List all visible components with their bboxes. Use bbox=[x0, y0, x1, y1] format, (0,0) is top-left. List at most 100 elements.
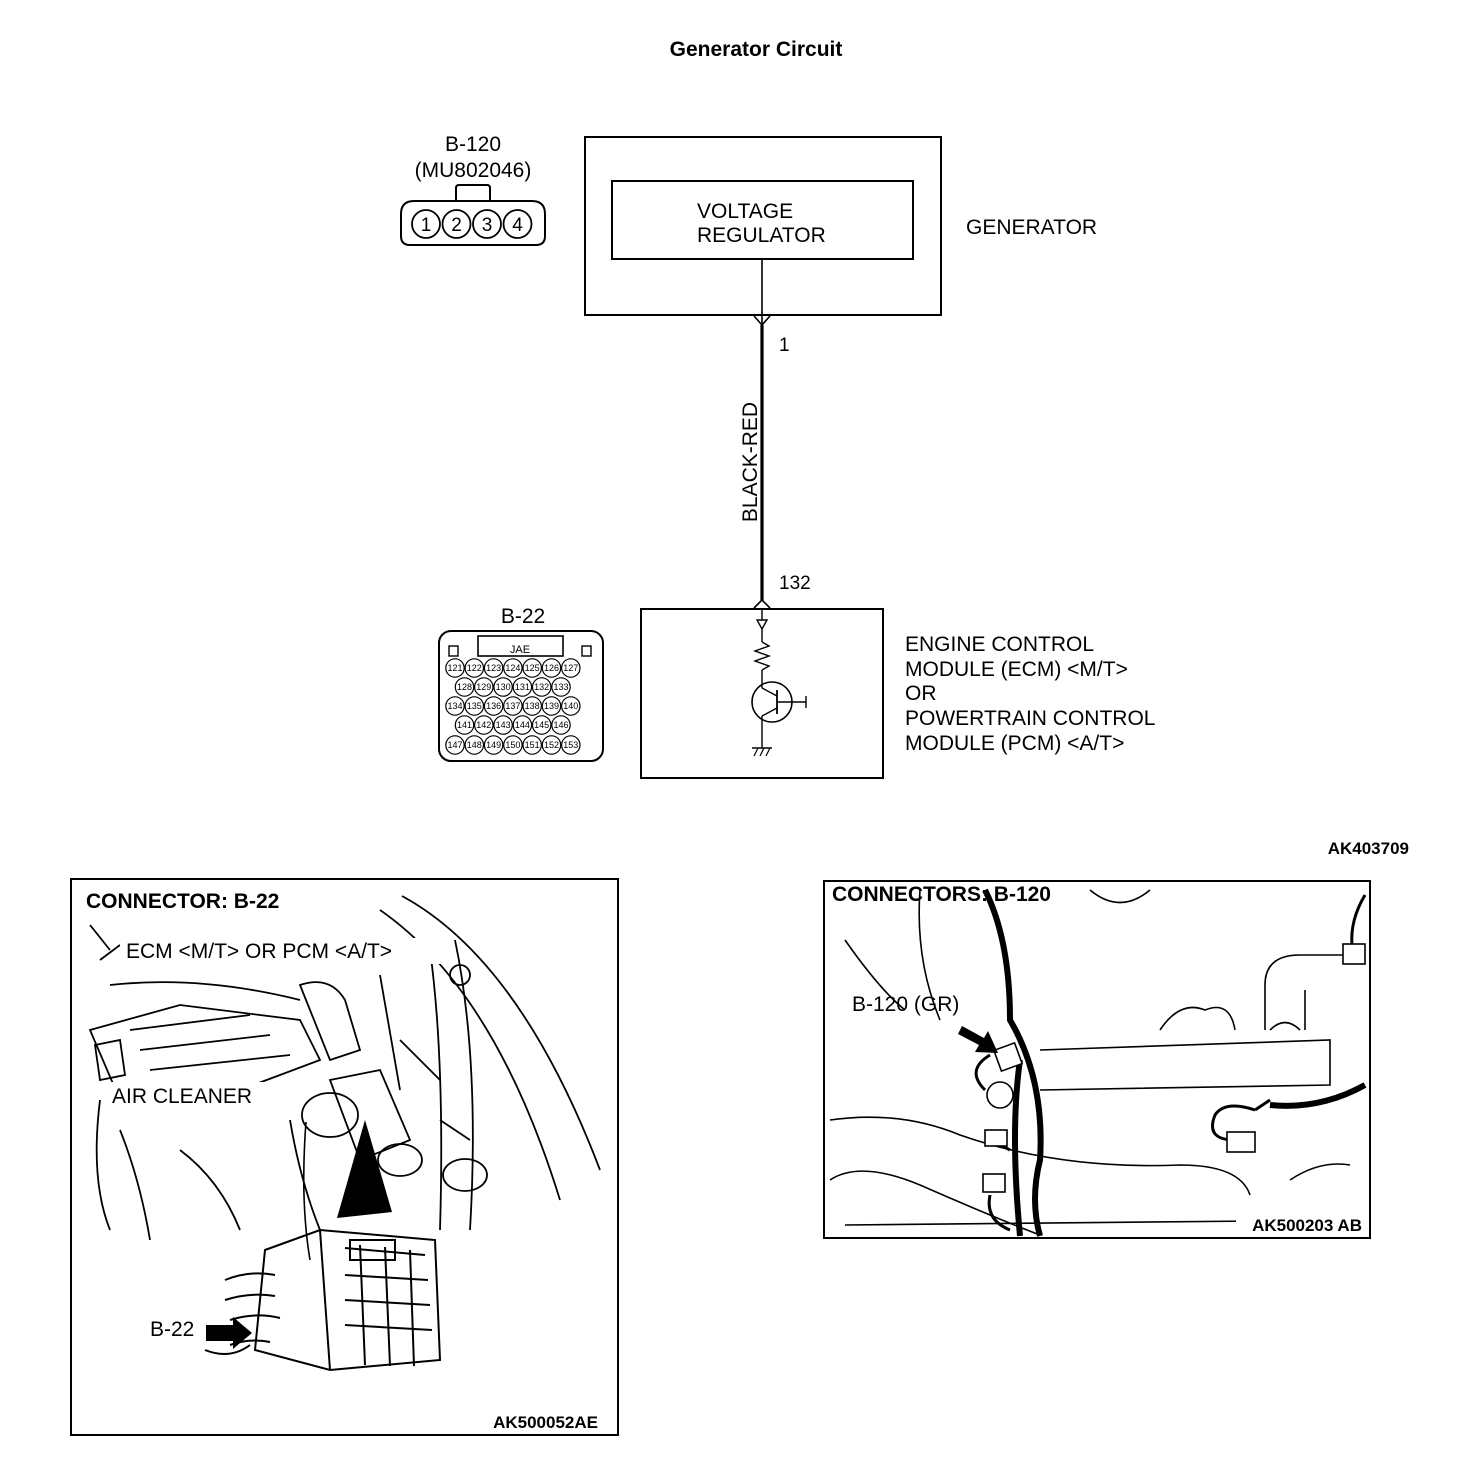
connector-b120-pin-label: 3 bbox=[482, 215, 493, 236]
connector-b22-maker: JAE bbox=[510, 644, 530, 656]
connector-b22-pin-label: 152 bbox=[544, 740, 559, 750]
panel-left-frame bbox=[70, 878, 619, 1436]
connector-b22-guide-left bbox=[448, 645, 459, 657]
wire-black-red: 1 132 BLACK-RED bbox=[739, 259, 811, 609]
connector-b22-maker-tab bbox=[477, 635, 564, 657]
ecm-label-line1: ENGINE CONTROL bbox=[905, 633, 1094, 656]
connector-blocks-right bbox=[982, 943, 1366, 1193]
connector-b22-pin-label: 142 bbox=[476, 720, 491, 730]
connector-b22-pin-label: 122 bbox=[467, 663, 482, 673]
wire-harness-right bbox=[982, 888, 1367, 1237]
connector-b22-pin bbox=[445, 658, 465, 678]
connector-b22-pin-label: 143 bbox=[496, 720, 511, 730]
connector-b120-name: B-120 bbox=[445, 133, 501, 156]
connector-b22-pin bbox=[464, 696, 485, 716]
connector-b22-pin-label: 144 bbox=[515, 720, 530, 730]
connector-b22-pin bbox=[493, 715, 513, 735]
connector-b22-pin-label: 136 bbox=[486, 701, 501, 711]
connector-b22-pin-label: 145 bbox=[534, 720, 549, 730]
connector-b22-pin-label: 139 bbox=[544, 701, 559, 711]
generator-block: VOLTAGE REGULATOR GENERATOR bbox=[584, 136, 1097, 316]
connector-b22-pin-label: 140 bbox=[563, 701, 578, 711]
connector-b22-pin bbox=[551, 677, 571, 697]
generator-box bbox=[584, 136, 942, 316]
connector-b120-housing bbox=[400, 200, 546, 246]
voltage-regulator-label-line1: VOLTAGE bbox=[697, 200, 793, 223]
connector-b22-pin-label: 146 bbox=[553, 720, 568, 730]
connector-b22-pin-label: 125 bbox=[525, 663, 540, 673]
connector-b120-pin bbox=[441, 209, 472, 239]
label-backdrop-ecm bbox=[120, 938, 442, 964]
connector-b22-housing bbox=[438, 630, 604, 762]
connector-b22-pin-label: 148 bbox=[467, 740, 482, 750]
connector-b22-pin-label: 129 bbox=[476, 682, 491, 692]
connector-b22-pin-label: 141 bbox=[457, 720, 472, 730]
transistor-emitter bbox=[761, 707, 778, 717]
connector-b22-pin bbox=[473, 715, 494, 735]
connector-b22-pin bbox=[483, 696, 504, 716]
callout-b120: B-120 (GR) bbox=[852, 993, 959, 1016]
engine-bay-illustration-left bbox=[88, 895, 601, 1241]
terminal-arrow-bottom bbox=[753, 598, 771, 609]
connector-b22-pin-label: 130 bbox=[496, 682, 511, 692]
panel-left-wire bbox=[302, 1121, 311, 1261]
connector-b22-pin bbox=[464, 735, 485, 755]
connector-b22-pin bbox=[454, 677, 475, 697]
page-title: Generator Circuit bbox=[670, 38, 843, 61]
panel-right-figure-id: AK500203 AB bbox=[1252, 1216, 1362, 1235]
connector-b22-pin bbox=[512, 677, 533, 697]
pointer-wedge bbox=[337, 1120, 392, 1218]
connector-b22-pin bbox=[445, 735, 465, 755]
panel-left-heading: CONNECTOR: B-22 bbox=[86, 890, 279, 913]
ecm-label-line3: OR bbox=[905, 682, 937, 705]
connector-b22-pin bbox=[541, 735, 562, 755]
callout-air-cleaner: AIR CLEANER bbox=[112, 1085, 252, 1108]
pin-label-top: 1 bbox=[779, 335, 790, 356]
connector-b22-pin bbox=[560, 735, 581, 755]
connector-b120-pin-label: 4 bbox=[512, 215, 523, 236]
voltage-regulator-label-line2: REGULATOR bbox=[697, 224, 826, 247]
connector-b22-guide-right bbox=[581, 645, 592, 657]
connector-b120-pin-label: 2 bbox=[451, 215, 462, 236]
connector-b120-pin bbox=[472, 209, 502, 239]
connector-b22-pin-label: 132 bbox=[534, 682, 549, 692]
engine-bay-illustration-right bbox=[829, 889, 1361, 1236]
connector-b22-pin bbox=[531, 677, 552, 697]
connector-b22-pin bbox=[493, 677, 513, 697]
connector-b22-pin-label: 131 bbox=[515, 682, 530, 692]
generator-label: GENERATOR bbox=[966, 216, 1097, 239]
callout-ecm: ECM <M/T> OR PCM <A/T> bbox=[126, 940, 392, 963]
connector-b22-pin bbox=[560, 658, 581, 678]
connector-b22-pin-label: 124 bbox=[505, 663, 520, 673]
connector-b22-pin bbox=[473, 677, 494, 697]
connector-b22-pin bbox=[503, 735, 523, 755]
connector-b22-pin-label: 153 bbox=[563, 740, 578, 750]
connector-b22-pin bbox=[512, 715, 533, 735]
panel-connectors-b120: CONNECTORS: B-120 B-120 (GR) AK500203 AB bbox=[823, 880, 1371, 1239]
connector-b22-pin-label: 149 bbox=[486, 740, 501, 750]
connector-b22-name: B-22 bbox=[501, 605, 545, 628]
pin-label-bottom: 132 bbox=[779, 573, 811, 594]
ecm-block: ENGINE CONTROL MODULE (ECM) <M/T> OR POW… bbox=[640, 608, 1155, 779]
connector-b22-pin-label: 133 bbox=[553, 682, 568, 692]
connector-b22-pin bbox=[522, 696, 542, 716]
connector-b22-pin bbox=[483, 735, 504, 755]
connector-b22-pin bbox=[522, 735, 542, 755]
connector-b22-pin-label: 123 bbox=[486, 663, 501, 673]
label-backdrop-air bbox=[105, 1082, 280, 1108]
connector-b22-pin bbox=[531, 715, 552, 735]
transistor-collector bbox=[761, 687, 778, 697]
connector-b120-part-number: (MU802046) bbox=[415, 159, 532, 182]
panel-connector-b22: CONNECTOR: B-22 ECM <M/T> OR PCM <A/T> A… bbox=[70, 878, 619, 1436]
connector-b22-pin-label: 151 bbox=[525, 740, 540, 750]
connector-b22-pin-label: 126 bbox=[544, 663, 559, 673]
connector-b22-pin bbox=[541, 696, 562, 716]
panel-right-frame bbox=[823, 880, 1371, 1239]
connector-b22-pin-label: 121 bbox=[447, 663, 462, 673]
connector-b22-pin bbox=[445, 696, 465, 716]
pull-up-resistor bbox=[752, 641, 772, 671]
connector-b22-pin-label: 138 bbox=[525, 701, 540, 711]
connector-b22-pin bbox=[560, 696, 581, 716]
ecm-input-diode bbox=[755, 619, 769, 631]
